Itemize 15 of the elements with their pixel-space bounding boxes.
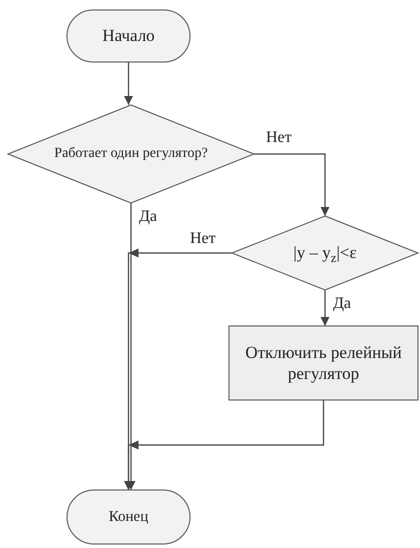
arrow bbox=[320, 290, 330, 326]
node-text: |y – y$_{z}$|<ε bbox=[293, 242, 357, 264]
node-text: Конец bbox=[108, 508, 148, 526]
start-terminal bbox=[66, 10, 190, 62]
node-text: Начало bbox=[102, 25, 155, 47]
node-text: Отключить релейный регулятор bbox=[244, 342, 403, 384]
arrow bbox=[254, 153, 330, 216]
node-text: Работает один регулятор? bbox=[54, 145, 208, 163]
decision-diamond bbox=[230, 215, 420, 291]
edge-label: Да bbox=[333, 296, 352, 312]
decision-diamond bbox=[6, 104, 256, 204]
edge-label: Да bbox=[139, 209, 158, 225]
arrow bbox=[124, 62, 133, 105]
process-box bbox=[228, 326, 418, 400]
arrow bbox=[124, 400, 324, 490]
